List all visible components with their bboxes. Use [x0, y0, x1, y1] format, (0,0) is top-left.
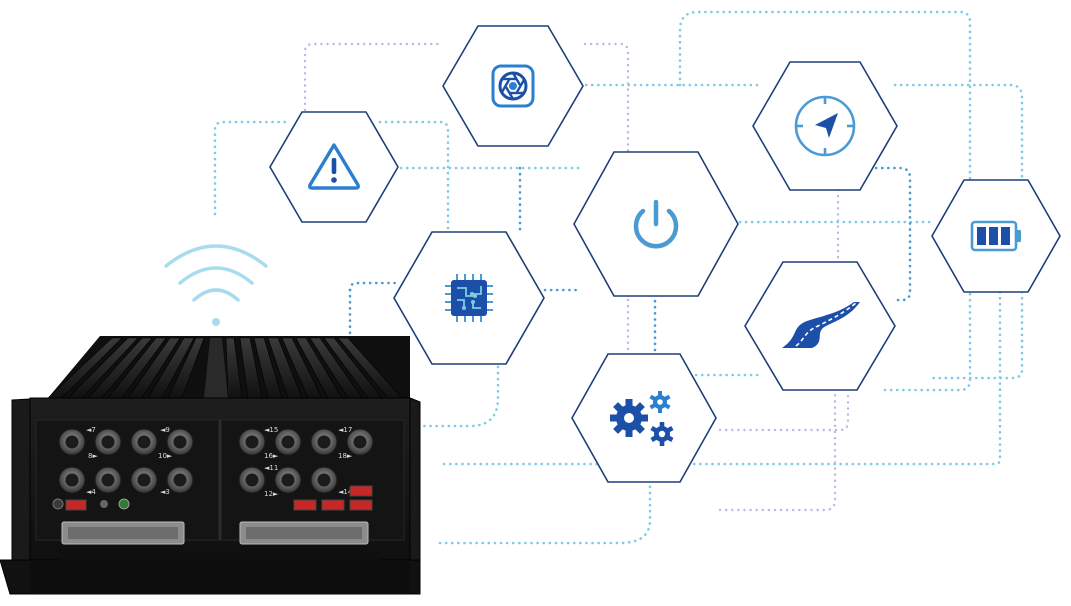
port-label: ◄7 [86, 426, 96, 434]
port-label: ◄9 [160, 426, 170, 434]
gears-icon [610, 391, 674, 446]
port-label: ◄3 [160, 488, 170, 496]
port-label: ◄11 [264, 464, 278, 472]
center-rib [204, 338, 228, 398]
port-label: ◄14 [338, 488, 353, 496]
rugged-fanless-embedded-computer: ◄7 8► 10► ◄9 ◄4 ◄3 ◄15 16► ◄17 18► ◄11 1… [0, 336, 421, 595]
wifi-signal-icon [164, 244, 268, 326]
battery-icon [970, 220, 1021, 252]
front-controls [52, 498, 130, 510]
port-label: ◄4 [86, 488, 96, 496]
port-label: ◄15 [264, 426, 278, 434]
port-label: 10► [158, 452, 173, 460]
m12-ports [58, 428, 374, 494]
usb-ports [65, 485, 373, 511]
port-label: 16► [264, 452, 279, 460]
road-icon [782, 302, 860, 348]
power-icon [633, 199, 679, 249]
drive-bays [61, 521, 369, 545]
port-label: 18► [338, 452, 353, 460]
navigation-compass-icon [794, 95, 856, 157]
port-label: ◄17 [338, 426, 352, 434]
cpu-chip-icon [445, 274, 493, 322]
camera-shutter-icon [491, 64, 535, 108]
port-label: 8► [88, 452, 98, 460]
warning-icon [308, 143, 360, 190]
network-lines [213, 10, 1024, 545]
port-labels: ◄7 8► 10► ◄9 ◄4 ◄3 ◄15 16► ◄17 18► ◄11 1… [86, 426, 353, 498]
port-label: 12► [264, 490, 279, 498]
hexagon-nodes [269, 25, 1061, 483]
